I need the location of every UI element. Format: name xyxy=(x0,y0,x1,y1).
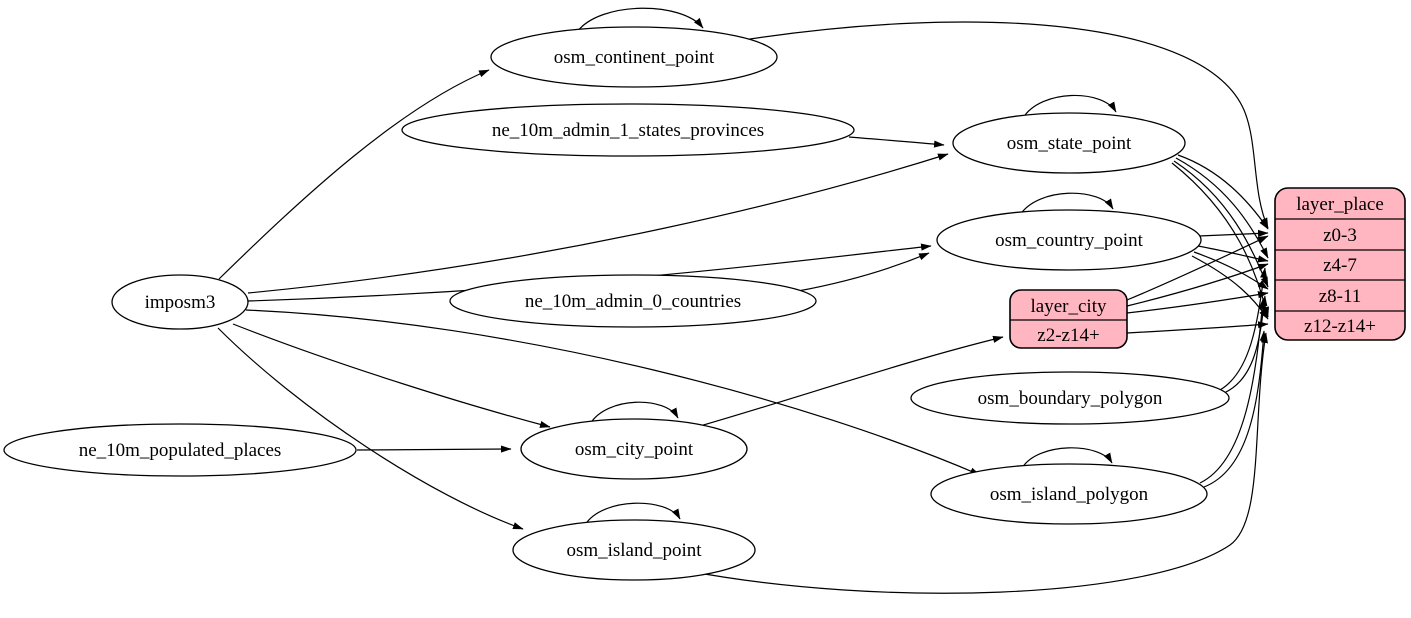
node-label-osm-island-polygon: osm_island_polygon xyxy=(990,484,1149,505)
record-layer-city: layer_city z2-z14+ xyxy=(1009,289,1128,349)
record-row-layer-city-z2-z14: z2-z14+ xyxy=(1037,325,1099,346)
record-row-layer-place-z12-z14: z12-z14+ xyxy=(1304,316,1376,337)
self-loop-osm_island_point xyxy=(584,502,681,526)
node-osm-island-polygon: osm_island_polygon xyxy=(930,463,1208,525)
node-shape-osm-boundary-polygon xyxy=(910,371,1230,425)
node-shape-osm-island-point xyxy=(512,519,756,581)
node-label-osm-continent-point: osm_continent_point xyxy=(554,47,715,68)
record-shape-layer-place xyxy=(1274,187,1406,341)
record-row-layer-place-z0-3: z0-3 xyxy=(1323,225,1357,246)
edge-osm_island_polygon-layer_place-z8-11 xyxy=(1199,298,1266,484)
node-ne-10m-populated-places: ne_10m_populated_places xyxy=(3,423,357,477)
node-osm-country-point: osm_country_point xyxy=(936,209,1202,271)
node-label-osm-country-point: osm_country_point xyxy=(995,230,1143,251)
node-osm-city-point: osm_city_point xyxy=(520,418,748,480)
self-loop-osm_country_point xyxy=(1019,192,1114,216)
node-shape-osm-state-point xyxy=(952,112,1186,174)
node-ne-10m-admin-1-states-provinces: ne_10m_admin_1_states_provinces xyxy=(401,103,855,157)
edge-osm_continent_point-layer_place-z0-3 xyxy=(736,21,1269,229)
node-label-ne-10m-admin-0-countries: ne_10m_admin_0_countries xyxy=(525,291,741,312)
edge-osm_state_point-layer_place-z8-11 xyxy=(1173,160,1269,288)
edge-osm_island_polygon-layer_place-z12-z14 xyxy=(1203,330,1267,488)
edge-osm_country_point-layer_place-z8-11 xyxy=(1193,251,1269,290)
edge-layer xyxy=(217,7,1270,594)
node-osm-boundary-polygon: osm_boundary_polygon xyxy=(910,371,1230,425)
edge-imposm3-osm_continent_point xyxy=(218,69,490,280)
edge-osm_island_point-layer_place-z12-z14 xyxy=(687,332,1268,594)
self-loop-osm_continent_point xyxy=(576,7,704,33)
node-shape-ne-10m-populated-places xyxy=(3,423,357,477)
node-shape-osm-city-point xyxy=(520,418,748,480)
node-osm-island-point: osm_island_point xyxy=(512,519,756,581)
node-shape-ne-10m-admin-1-states-provinces xyxy=(401,103,855,157)
edge-layer_city-layer_place-z12-z14 xyxy=(1126,321,1269,334)
node-shape-osm-continent-point xyxy=(490,26,778,88)
edge-imposm3-osm_state_point xyxy=(247,153,949,294)
edge-osm_country_point-layer_place-z0-3 xyxy=(1198,229,1269,238)
edge-ne_10m_admin_1_states_provinces-osm_state_point xyxy=(848,136,945,148)
node-imposm3: imposm3 xyxy=(111,274,249,330)
edge-ne_10m_admin_0_countries-osm_country_point xyxy=(797,252,930,292)
node-label-osm-city-point: osm_city_point xyxy=(575,439,694,460)
edge-osm_boundary_polygon-layer_place-z8-11 xyxy=(1223,295,1268,394)
node-shape-ne-10m-admin-0-countries xyxy=(449,274,817,328)
record-layer-place: layer_place z0-3 z4-7 z8-11 z12-z14+ xyxy=(1274,187,1406,341)
edge-osm_city_point-layer_city-z2-z14 xyxy=(699,335,1004,427)
node-ne-10m-admin-0-countries: ne_10m_admin_0_countries xyxy=(449,274,817,328)
edge-layer_city-layer_place-z8-11 xyxy=(1126,291,1269,314)
node-label-osm-state-point: osm_state_point xyxy=(1007,133,1132,154)
edge-layer_city-layer_place-z4-7 xyxy=(1126,263,1269,307)
edge-osm_state_point-layer_place-z4-7 xyxy=(1175,157,1269,259)
record-row-layer-place-z4-7: z4-7 xyxy=(1323,255,1357,276)
node-osm-continent-point: osm_continent_point xyxy=(490,26,778,88)
node-label-osm-boundary-polygon: osm_boundary_polygon xyxy=(978,388,1163,409)
record-title-layer-place: layer_place xyxy=(1296,194,1384,215)
edge-osm_boundary_polygon-layer_place-z4-7 xyxy=(1219,267,1268,391)
edge-osm_state_point-layer_place-z0-3 xyxy=(1177,154,1269,230)
self-loop-osm_state_point xyxy=(1022,94,1117,119)
node-shape-osm-country-point xyxy=(936,209,1202,271)
edge-ne_10m_populated_places-osm_city_point xyxy=(356,445,512,453)
edge-imposm3-osm_island_point xyxy=(217,327,524,530)
node-label-ne-10m-populated-places: ne_10m_populated_places xyxy=(79,440,282,461)
edge-osm_country_point-layer_place-z4-7 xyxy=(1197,245,1269,263)
edge-imposm3-osm_island_polygon xyxy=(245,309,981,476)
edge-imposm3-osm_city_point xyxy=(232,323,551,428)
node-label-ne-10m-admin-1-states-provinces: ne_10m_admin_1_states_provinces xyxy=(492,120,764,141)
record-row-layer-place-z8-11: z8-11 xyxy=(1319,286,1362,307)
self-loop-osm_city_point xyxy=(589,401,679,425)
node-shape-imposm3 xyxy=(111,274,249,330)
record-title-layer-city: layer_city xyxy=(1031,296,1107,317)
node-shape-osm-island-polygon xyxy=(930,463,1208,525)
node-label-osm-island-point: osm_island_point xyxy=(566,540,702,561)
self-loop-osm_island_polygon xyxy=(1021,447,1113,469)
node-label-imposm3: imposm3 xyxy=(145,292,216,313)
node-osm-state-point: osm_state_point xyxy=(952,112,1186,174)
edge-layer_city-layer_place-z0-3 xyxy=(1126,235,1269,301)
record-shape-layer-city xyxy=(1009,289,1128,349)
edge-osm_country_point-layer_place-z12-z14 xyxy=(1191,255,1269,320)
